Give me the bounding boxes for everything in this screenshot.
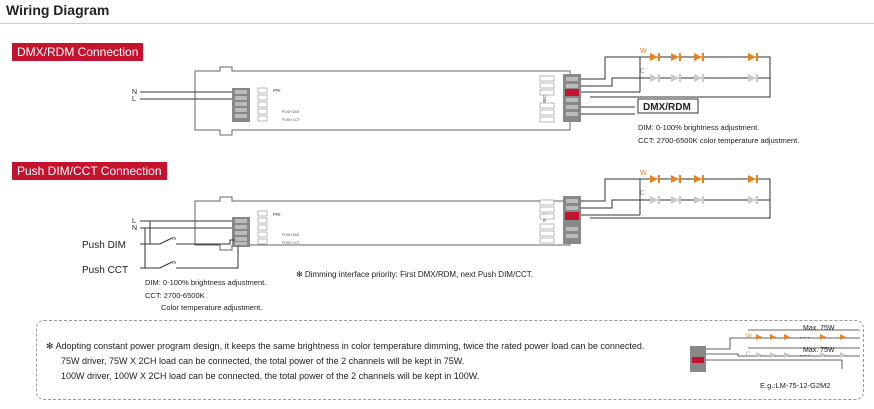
push-led-plus-terminal: [565, 212, 579, 220]
dmx-sec-label: SEC: [542, 94, 547, 104]
push-desc-cct-2: Color temperature adjustment.: [161, 303, 262, 312]
note-mini-diagram: W C - - - - - - Max. 75W Max. 75W E.g.:L…: [690, 325, 860, 390]
svg-text:- - -: - - -: [800, 335, 809, 341]
push-dim-label: Push DIM: [82, 240, 126, 251]
push-led-c-label: C: [640, 190, 645, 197]
dmx-driver-body: [194, 66, 571, 136]
push-pri-label: PRI: [273, 212, 281, 217]
dmx-pri-label: PRI: [273, 88, 281, 93]
push-section-badge: Push DIM/CCT Connection: [12, 162, 167, 180]
dmx-push-cct-mini: PUSH CCT: [282, 118, 301, 122]
note-max-1: Max. 75W: [803, 325, 835, 332]
push-priority-note: ✻ Dimming interface priority: First DMX/…: [296, 270, 533, 279]
push-diagram: L N PRI PUSH DIM PUSH CCT Push DIM Push …: [82, 170, 771, 312]
dmx-desc-cct: CCT: 2700-6500K color temperature adjust…: [638, 136, 799, 145]
push-driver-body: [194, 196, 571, 251]
dmx-desc-dim: DIM: 0-100% brightness adjustment.: [638, 123, 759, 132]
svg-text:m: m: [172, 236, 176, 242]
dmx-cool-led-string: [650, 74, 758, 82]
title-divider: [0, 23, 874, 24]
svg-text:m: m: [172, 260, 176, 266]
push-push-dim-mini: PUSH DIM: [282, 233, 299, 237]
push-cool-led-string: [650, 196, 758, 204]
push-input-l: L: [132, 218, 136, 225]
push-push-cct-mini: PUSH CCT: [282, 241, 301, 245]
svg-text:- - -: - - -: [718, 197, 730, 204]
svg-text:- - -: - - -: [718, 54, 730, 61]
push-warm-led-string: [650, 175, 758, 183]
push-input-n: N: [132, 225, 137, 232]
note-example: E.g.:LM-75-12-G2M2: [760, 381, 830, 390]
dmx-controller-box: [637, 98, 699, 114]
dmx-led-w-label: W: [640, 48, 647, 55]
svg-text:- - -: - - -: [718, 176, 730, 183]
dmx-led-plus-terminal: [565, 89, 579, 96]
note-w-label: W: [746, 334, 752, 340]
note-box: [36, 320, 864, 400]
push-desc-dim: DIM: 0-100% brightness adjustment.: [145, 278, 266, 287]
svg-text:- - -: - - -: [718, 75, 730, 82]
dmx-controller-label: DMX/RDM: [643, 102, 691, 113]
svg-text:- - -: - - -: [800, 353, 809, 359]
page-title: Wiring Diagram: [6, 2, 110, 18]
push-cct-label: Push CCT: [82, 265, 128, 276]
dmx-input-l: L: [132, 96, 136, 103]
dmx-input-n: N: [132, 89, 137, 96]
dmx-warm-led-string: [650, 53, 758, 61]
dmx-section-badge: DMX/RDM Connection: [12, 43, 144, 61]
note-max-2: Max. 75W: [803, 347, 835, 354]
note-c-label: C: [746, 352, 751, 358]
note-line-1: ✻ Adopting constant power program design…: [46, 341, 645, 351]
push-led-w-label: W: [640, 170, 647, 177]
note-line-2: 75W driver, 75W X 2CH load can be connec…: [61, 356, 465, 366]
push-desc-cct-1: CCT: 2700-6500K: [145, 291, 205, 300]
dmx-push-dim-mini: PUSH DIM: [282, 110, 299, 114]
note-line-3: 100W driver, 100W X 2CH load can be conn…: [61, 371, 480, 381]
dmx-diagram: N L PRI PUSH DIM PUSH CCT SEC: [132, 48, 799, 145]
dmx-led-c-label: C: [640, 68, 645, 75]
